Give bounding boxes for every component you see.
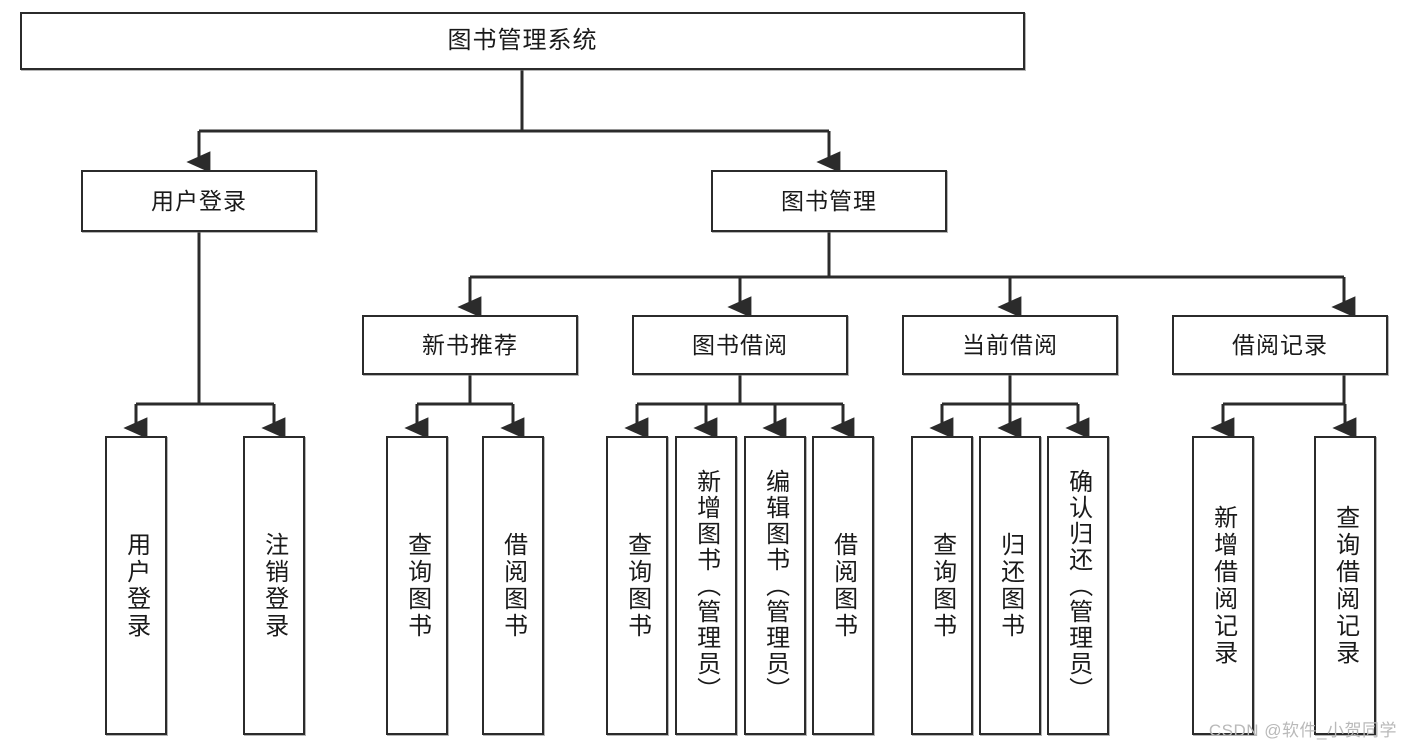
node-new-book-recommendation[interactable]: 新书推荐: [362, 315, 578, 375]
node-book-management[interactable]: 图书管理: [711, 170, 947, 232]
node-label: 图书借阅: [692, 331, 788, 358]
leaf-add-borrow-record[interactable]: 新增借阅记录: [1192, 436, 1254, 735]
node-borrow-record[interactable]: 借阅记录: [1172, 315, 1388, 375]
leaf-borrow-book[interactable]: 借阅图书: [812, 436, 874, 735]
node-label: 注销登录: [260, 531, 288, 640]
node-label: 图书管理: [781, 187, 877, 214]
node-label: 新书推荐: [422, 331, 518, 358]
watermark-text: CSDN @软件_小贺同学: [1208, 721, 1397, 740]
node-label: 用户登录: [122, 531, 150, 640]
leaf-add-book-admin[interactable]: 新增图书（管理员）: [675, 436, 737, 735]
node-label: 当前借阅: [962, 331, 1058, 358]
node-label: 借阅图书: [499, 531, 527, 640]
leaf-query-book-recommendation[interactable]: 查询图书: [386, 436, 448, 735]
leaf-logout[interactable]: 注销登录: [243, 436, 305, 735]
leaf-return-book[interactable]: 归还图书: [979, 436, 1041, 735]
node-label: 查询图书: [623, 531, 651, 640]
node-label: 查询图书: [928, 531, 956, 640]
node-label: 新增借阅记录: [1209, 504, 1237, 667]
node-label: 确认归还（管理员）: [1064, 468, 1092, 703]
leaf-query-borrow-record[interactable]: 查询借阅记录: [1314, 436, 1376, 735]
leaf-user-login[interactable]: 用户登录: [105, 436, 167, 735]
node-label: 借阅图书: [829, 531, 857, 640]
node-book-borrow[interactable]: 图书借阅: [632, 315, 848, 375]
node-label: 用户登录: [151, 187, 247, 214]
leaf-edit-book-admin[interactable]: 编辑图书（管理员）: [744, 436, 806, 735]
node-label: 借阅记录: [1232, 331, 1328, 358]
node-label: 新增图书（管理员）: [692, 468, 720, 703]
node-user-login[interactable]: 用户登录: [81, 170, 317, 232]
node-label: 图书管理系统: [447, 27, 598, 55]
node-label: 编辑图书（管理员）: [761, 468, 789, 703]
node-root-book-management-system[interactable]: 图书管理系统: [20, 12, 1025, 70]
node-label: 归还图书: [996, 531, 1024, 640]
node-label: 查询图书: [403, 531, 431, 640]
leaf-confirm-return-admin[interactable]: 确认归还（管理员）: [1047, 436, 1109, 735]
leaf-query-book-current[interactable]: 查询图书: [911, 436, 973, 735]
node-current-borrow[interactable]: 当前借阅: [902, 315, 1118, 375]
leaf-query-book-borrow[interactable]: 查询图书: [606, 436, 668, 735]
node-label: 查询借阅记录: [1331, 504, 1359, 667]
leaf-borrow-book-recommendation[interactable]: 借阅图书: [482, 436, 544, 735]
